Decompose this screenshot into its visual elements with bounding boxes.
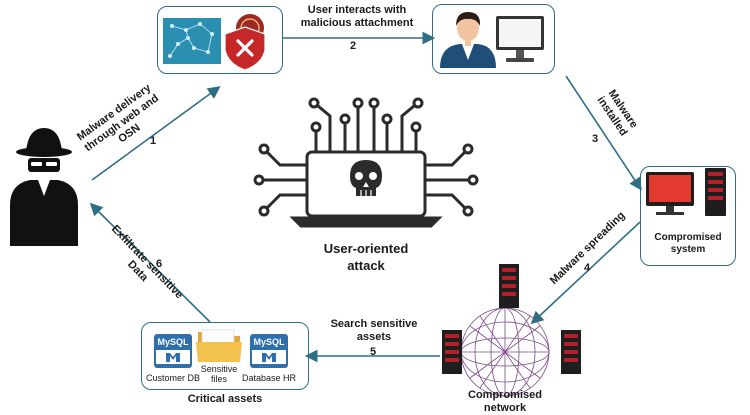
database-hr-icon bbox=[250, 334, 288, 368]
step-3-number: 3 bbox=[592, 133, 599, 145]
customer-db-icon bbox=[154, 334, 192, 368]
arrow-step-1 bbox=[91, 86, 221, 181]
server-right-icon bbox=[561, 330, 581, 374]
arrow-step-6 bbox=[89, 202, 211, 323]
compromised-system-node bbox=[640, 166, 736, 266]
step-2-number: 2 bbox=[350, 40, 357, 52]
customer-db-label: Customer DB bbox=[145, 373, 200, 383]
step-1-number: 1 bbox=[150, 135, 157, 147]
step-4-number: 4 bbox=[584, 262, 591, 274]
arrow-step-3 bbox=[565, 75, 642, 191]
server-top-icon bbox=[499, 264, 519, 308]
hacker-icon bbox=[10, 128, 78, 246]
critical-assets-node bbox=[141, 322, 309, 390]
compromised-system-label: Compromised system bbox=[654, 232, 722, 255]
mysql-label-hr: MySQL bbox=[253, 337, 285, 347]
step-5-number: 5 bbox=[370, 346, 377, 358]
server-left-icon bbox=[442, 330, 462, 374]
center-label: User-oriented attack bbox=[323, 241, 409, 273]
mysql-label-customer: MySQL bbox=[157, 337, 189, 347]
compromised-system-icon bbox=[646, 168, 726, 216]
step-2-label: User interacts with malicious attachment bbox=[300, 4, 414, 29]
sensitive-files-label: Sensitive files bbox=[200, 364, 238, 384]
critical-assets-title: Critical assets bbox=[187, 393, 263, 405]
arrow-step-4 bbox=[530, 221, 641, 325]
skull-icon bbox=[350, 160, 382, 196]
skull-laptop-icon bbox=[253, 97, 479, 228]
compromised-network-icon bbox=[460, 307, 550, 397]
step-6-number: 6 bbox=[156, 258, 163, 270]
user-computer-icon bbox=[440, 12, 544, 68]
user-node bbox=[432, 4, 555, 74]
sensitive-files-icon bbox=[196, 329, 242, 362]
compromised-network-label: Compromised network bbox=[468, 389, 542, 414]
step-5-label: Search sensitive assets bbox=[330, 318, 418, 343]
attachment-node bbox=[157, 6, 283, 74]
database-hr-label: Database HR bbox=[241, 373, 297, 383]
malicious-attachment-icon bbox=[163, 14, 266, 71]
